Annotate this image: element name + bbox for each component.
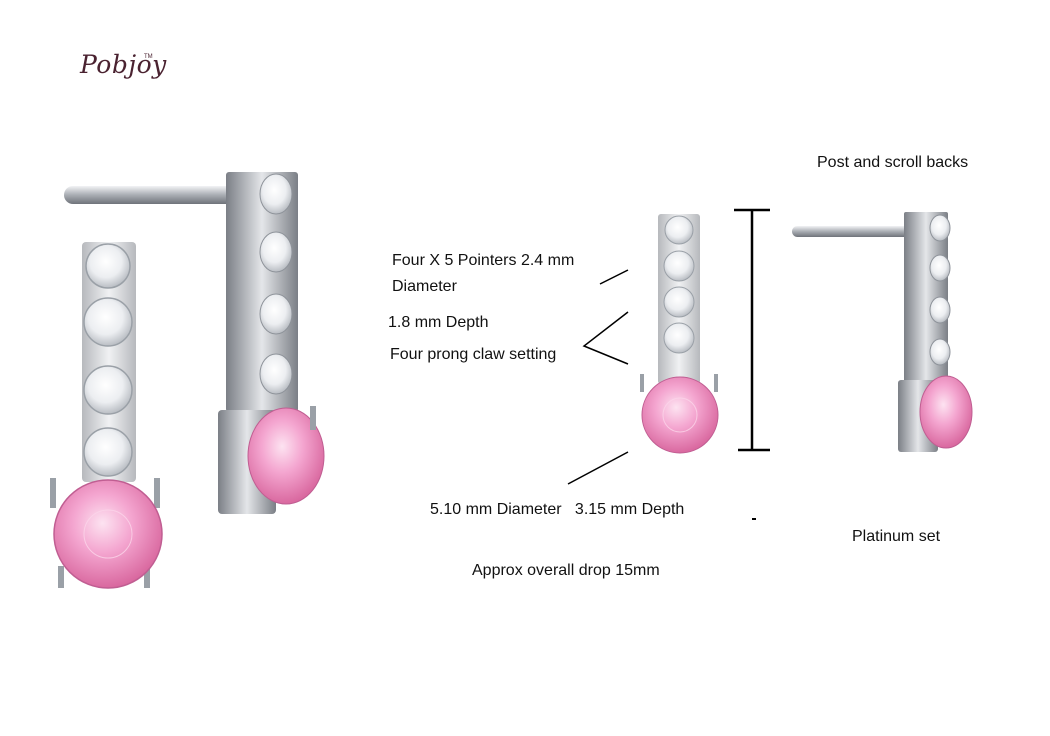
- pointer-line-main-stone: [567, 451, 629, 485]
- pointer-line-setting: [582, 311, 629, 365]
- measurement-lines: [567, 208, 770, 520]
- label-platinum: Platinum set: [852, 528, 941, 545]
- brand-trademark: TM: [144, 54, 153, 60]
- label-post-backs: Post and scroll backs: [817, 154, 969, 171]
- earring-side-small: [792, 212, 973, 452]
- label-pointers: Four X 5 Pointers 2.4 mm: [392, 252, 575, 269]
- label-setting: Four prong claw setting: [390, 346, 557, 363]
- label-pointers-diameter: Diameter: [392, 278, 457, 295]
- earring-front-medium: [640, 214, 719, 454]
- label-main-stone: 5.10 mm Diameter 3.15 mm Depth: [430, 501, 685, 518]
- brand-logo: Pobjoy: [80, 50, 167, 79]
- label-overall-drop: Approx overall drop 15mm: [472, 562, 660, 579]
- earring-side-large: [64, 172, 325, 514]
- label-depth: 1.8 mm Depth: [388, 314, 489, 331]
- pointer-line-stones: [599, 269, 629, 285]
- earring-front-large: [50, 242, 163, 589]
